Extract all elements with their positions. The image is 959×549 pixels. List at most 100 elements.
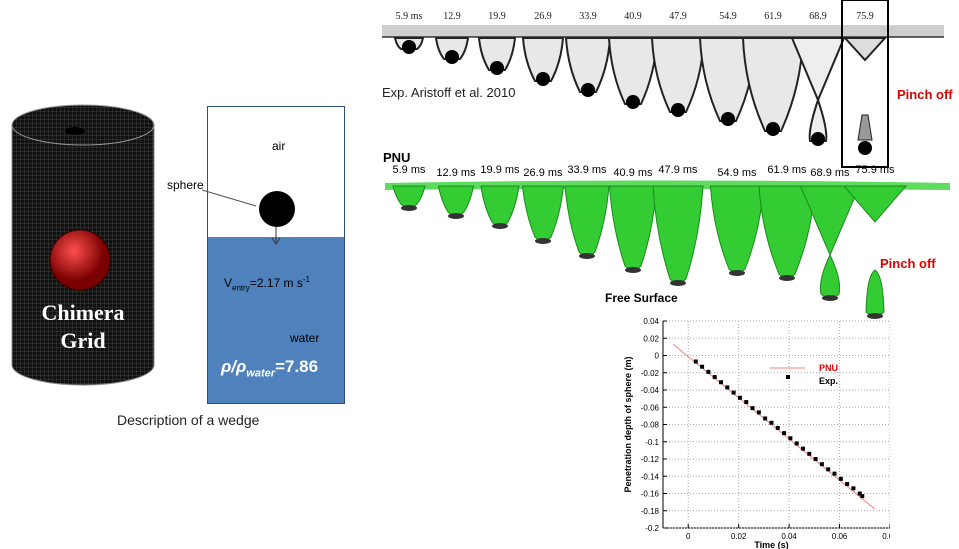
- sphere: [259, 191, 295, 227]
- pnu-sphere: [729, 270, 745, 276]
- exp-sphere: [402, 40, 416, 54]
- exp-data-point: [731, 390, 736, 395]
- y-tick-label: -0.12: [641, 455, 660, 464]
- water-label: water: [290, 331, 320, 345]
- exp-sphere: [858, 141, 872, 155]
- exp-sphere: [490, 61, 504, 75]
- exp-data-point: [794, 441, 799, 446]
- pnu-cavity-closed: [842, 185, 908, 223]
- pnu-time-label: 54.9 ms: [717, 167, 757, 179]
- pnu-sphere: [448, 213, 464, 219]
- exp-cavity: [607, 37, 659, 105]
- exp-data-point: [763, 416, 768, 421]
- highlight-box-68-9ms: [841, 0, 889, 168]
- pnu-sphere: [867, 313, 883, 319]
- exp-data-point: [819, 462, 824, 467]
- exp-detached-bubble: [857, 114, 873, 141]
- exp-cavity-closed: [842, 37, 888, 62]
- exp-sphere: [445, 50, 459, 64]
- chimera-grid-illustration: [11, 104, 155, 386]
- exp-data-point: [700, 364, 705, 369]
- free-surface-label: Free Surface: [605, 291, 678, 305]
- exp-data-point: [737, 395, 742, 400]
- exp-cavity: [650, 37, 706, 113]
- pnu-cavity: [709, 185, 765, 274]
- sphere-label: sphere: [167, 178, 204, 192]
- exp-cavity: [434, 37, 470, 60]
- exp-time-label: 5.9 ms: [395, 11, 423, 22]
- exp-time-label: 12.9: [443, 11, 461, 22]
- y-tick-label: -0.16: [641, 490, 660, 499]
- pnu-time-label: 12.9 ms: [436, 167, 476, 179]
- exp-cavity: [564, 37, 612, 93]
- exp-data-point: [860, 494, 865, 499]
- exp-time-label: 26.9: [534, 11, 552, 22]
- y-tick-label: 0.02: [643, 334, 659, 343]
- exp-data-point: [782, 431, 787, 436]
- pnu-sphere: [670, 280, 686, 286]
- y-tick-label: -0.18: [641, 507, 660, 516]
- exp-data-point: [807, 451, 812, 456]
- density-ratio: ρ/ρwater=7.86: [221, 357, 319, 380]
- exp-data-point: [712, 375, 717, 380]
- x-tick-label: 0.06: [832, 532, 848, 541]
- velocity-label: Ventry=2.17 m s-1: [224, 275, 310, 293]
- exp-data-point: [857, 491, 862, 496]
- exp-data-point: [706, 369, 711, 374]
- y-tick-label: 0.04: [643, 317, 659, 326]
- x-axis-label: Time (s): [754, 540, 788, 549]
- exp-data-point: [788, 436, 793, 441]
- exp-time-label: 68.9: [809, 11, 827, 22]
- pnu-sphere: [401, 205, 417, 211]
- pnu-sphere: [625, 267, 641, 273]
- x-tick-label: 0.02: [731, 532, 747, 541]
- y-tick-label: -0.02: [641, 369, 660, 378]
- exp-time-label: 47.9: [669, 11, 687, 22]
- exp-time-label: 75.9: [856, 11, 874, 22]
- exp-data-point: [813, 457, 818, 461]
- exp-time-label: 19.9: [488, 11, 506, 22]
- legend-pnu-label: PNU: [819, 363, 838, 373]
- pnu-sphere: [535, 238, 551, 244]
- exp-data-point: [719, 380, 724, 385]
- y-axis-label: Penetration depth of sphere (m): [623, 356, 633, 492]
- exp-sphere: [811, 132, 825, 146]
- exp-sphere: [536, 72, 550, 86]
- pnu-sphere: [579, 253, 595, 259]
- penetration-depth-chart: 0.040.020-0.02-0.04-0.06-0.08-0.1-0.12-0…: [623, 317, 890, 549]
- pnu-cavity: [564, 185, 610, 257]
- exp-time-label: 40.9: [624, 11, 642, 22]
- y-tick-label: -0.2: [645, 524, 659, 533]
- exp-time-label: 33.9: [579, 11, 597, 22]
- y-tick-label: -0.06: [641, 403, 660, 412]
- pnu-time-label: 40.9 ms: [613, 167, 653, 179]
- y-tick-label: -0.1: [645, 438, 659, 447]
- pnu-cavity: [480, 185, 520, 227]
- pnu-sphere: [779, 275, 795, 281]
- pnu-title: PNU: [383, 150, 411, 165]
- water-region: [208, 237, 344, 403]
- pnu-series-line: [672, 343, 876, 510]
- pnu-time-label: 68.9 ms: [810, 167, 850, 179]
- exp-sphere: [626, 95, 640, 109]
- exp-free-surface: [382, 25, 944, 37]
- pnu-time-label: 75.9 ms: [855, 164, 895, 176]
- x-tick-label: 0: [686, 532, 691, 541]
- pnu-time-label: 26.9 ms: [523, 167, 563, 179]
- pnu-cavity: [652, 185, 704, 284]
- exp-cavity-upper: [790, 37, 846, 103]
- x-tick-label: 0.04: [781, 532, 797, 541]
- exp-sphere: [766, 122, 780, 136]
- pnu-time-label: 33.9 ms: [567, 164, 607, 176]
- annotation-arrows: [201, 189, 281, 245]
- pnu-time-label: 61.9 ms: [767, 164, 807, 176]
- exp-data-point: [769, 420, 774, 425]
- legend-exp-label: Exp.: [819, 376, 838, 386]
- exp-time-label: 61.9: [764, 11, 782, 22]
- pnu-time-label: 47.9 ms: [658, 164, 698, 176]
- exp-data-point: [832, 471, 837, 476]
- chimera-label: Chimera: [41, 300, 125, 325]
- pnu-cavity-lower: [819, 253, 841, 299]
- pnu-pinch-off-label: Pinch off: [880, 256, 936, 271]
- exp-data-point: [693, 359, 698, 364]
